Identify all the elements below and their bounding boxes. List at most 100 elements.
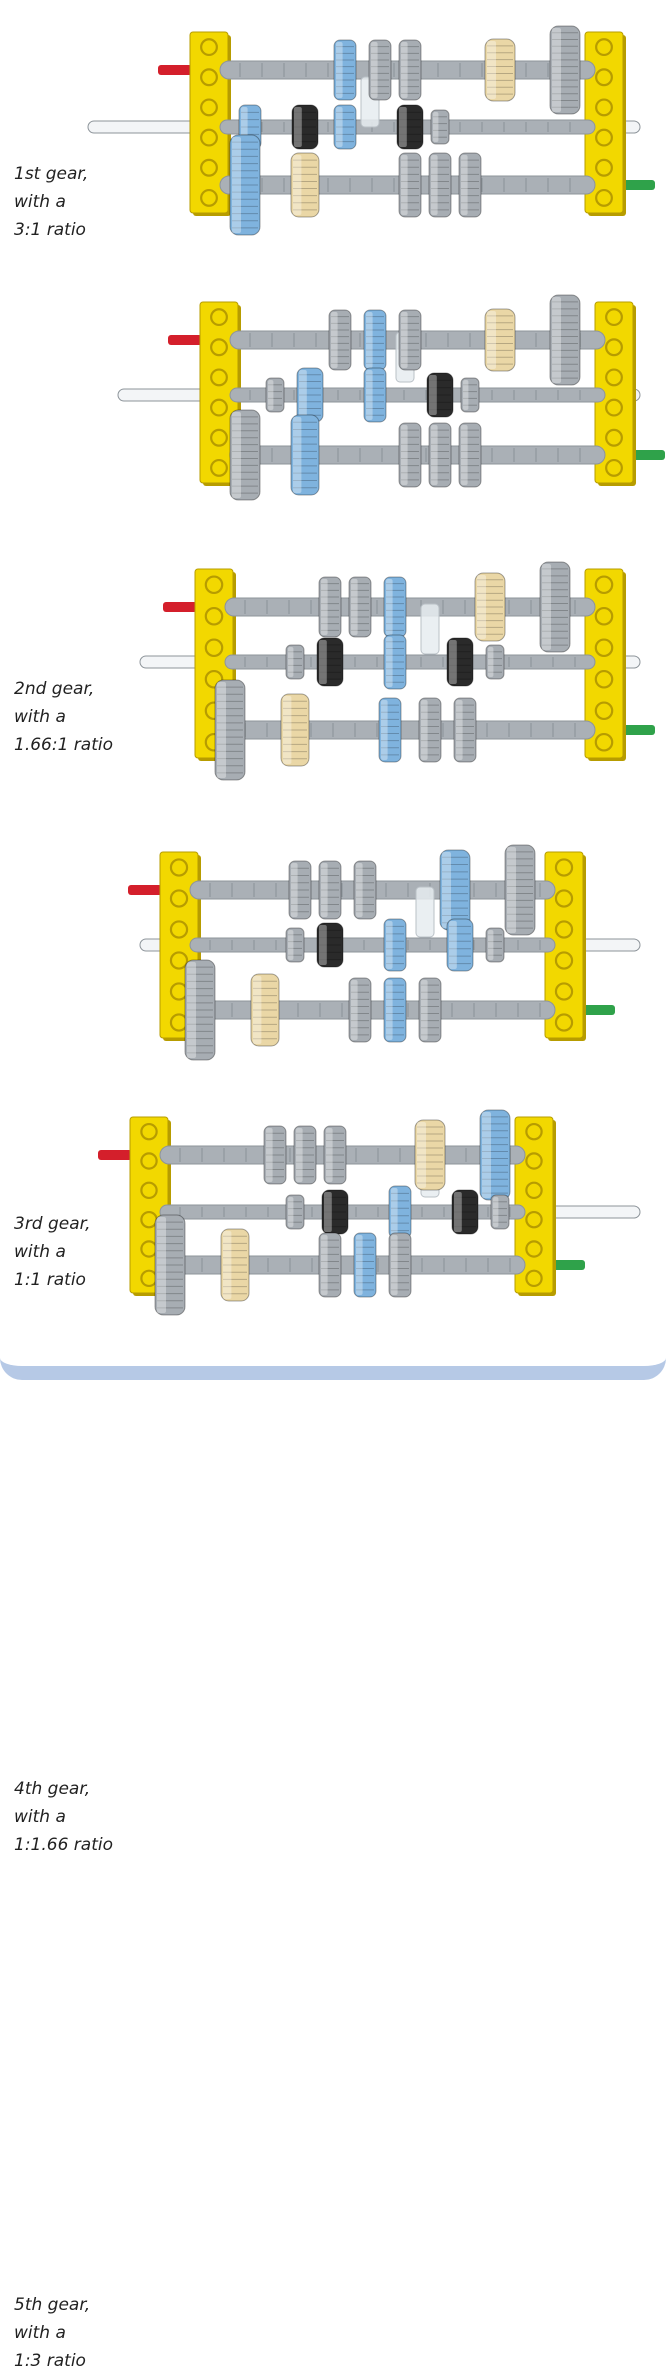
gear-gray xyxy=(285,1194,305,1230)
gearbox-illustration-2nd xyxy=(117,294,665,501)
gear-gray xyxy=(430,109,450,145)
brick-hole xyxy=(204,575,224,595)
gear-highlight xyxy=(351,579,358,635)
liftarm-brick xyxy=(514,1116,556,1296)
gear-highlight xyxy=(391,1235,398,1295)
gear-body xyxy=(316,637,344,687)
gear-gray xyxy=(388,1232,412,1298)
gear-body xyxy=(285,644,305,680)
gear-tan xyxy=(484,308,516,372)
caption-5th-gear: 5th gear, with a 1:3 ratio xyxy=(14,2291,144,2375)
gear-highlight xyxy=(461,155,468,215)
gear-gray xyxy=(323,1125,347,1185)
gear-body xyxy=(446,637,474,687)
gear-gray xyxy=(328,309,352,371)
gear-gray xyxy=(368,39,392,101)
gear-body xyxy=(458,152,482,218)
gear-highlight xyxy=(283,696,292,764)
gear-body xyxy=(214,679,246,781)
gear-gray xyxy=(265,377,285,413)
caption-line: with a xyxy=(14,2323,66,2343)
gear-body xyxy=(426,372,454,418)
gear-body xyxy=(430,109,450,145)
gear-body xyxy=(220,1228,250,1302)
gear-body xyxy=(458,422,482,488)
gear-highlight xyxy=(294,107,302,147)
gear-body xyxy=(318,860,342,920)
caption-line: 2nd gear, xyxy=(14,679,95,699)
brick-hole xyxy=(200,128,218,147)
gear-highlight xyxy=(401,425,408,485)
gear-highlight xyxy=(507,847,516,933)
output-pin-green xyxy=(621,180,655,190)
gear-body xyxy=(446,918,474,972)
brick-hole xyxy=(200,98,218,117)
gear-black xyxy=(451,1189,479,1235)
gear-blue xyxy=(296,367,324,423)
gear-body xyxy=(484,38,516,102)
gear-body xyxy=(348,977,372,1043)
liftarm-brick xyxy=(594,301,636,486)
gear-body xyxy=(280,693,310,767)
gear-body xyxy=(318,1232,342,1298)
gearbox-illustration-5th xyxy=(98,1109,641,1316)
brick-hole xyxy=(169,920,189,939)
gear-gray xyxy=(485,644,505,680)
gearbox-illustration-1st xyxy=(87,25,655,236)
gear-body xyxy=(418,977,442,1043)
gear-blue xyxy=(290,414,320,496)
gear-highlight xyxy=(488,930,494,960)
gear-highlight xyxy=(232,412,241,498)
brick-hole xyxy=(200,38,218,57)
gear-body xyxy=(549,294,581,386)
gear-highlight xyxy=(326,1128,333,1182)
gear-gray xyxy=(263,1125,287,1185)
gear-highlight xyxy=(552,28,561,112)
output-pin-green xyxy=(551,1260,585,1270)
gear-body xyxy=(398,422,422,488)
gear-highlight xyxy=(477,575,486,639)
gear-gray xyxy=(428,152,452,218)
gearbox-assembly xyxy=(139,561,655,781)
gear-highlight xyxy=(431,155,438,215)
input-pin-red xyxy=(168,335,202,345)
gear-body xyxy=(288,860,312,920)
gear-highlight xyxy=(217,682,226,778)
gear-gray xyxy=(214,679,246,781)
caption-line: 4th gear, xyxy=(14,1779,91,1799)
brick-hole xyxy=(554,982,574,1001)
gear-gray xyxy=(184,959,216,1061)
gear-body xyxy=(333,39,357,101)
brick-hole xyxy=(525,1240,543,1258)
gear-body xyxy=(485,927,505,963)
gear-highlight xyxy=(366,312,373,368)
caption-line: 1st gear, xyxy=(14,164,89,184)
gear-gray xyxy=(458,422,482,488)
gear-body xyxy=(383,977,407,1043)
gear-highlight xyxy=(454,1192,462,1232)
gear-blue xyxy=(383,918,407,972)
gearbox-panel-3rd-gear: 3rd gear, with a 1:1 ratio xyxy=(0,555,666,1290)
gear-tan xyxy=(474,572,506,642)
gear-gray xyxy=(288,860,312,920)
caption-4th-gear: 4th gear, with a 1:1.66 ratio xyxy=(14,1775,144,1859)
brick-hole xyxy=(595,98,613,117)
gear-body xyxy=(396,104,424,150)
gear-body xyxy=(265,377,285,413)
brick-hole xyxy=(605,368,623,387)
gear-highlight xyxy=(399,107,407,147)
gear-body xyxy=(291,104,319,150)
gear-highlight xyxy=(319,640,327,684)
gear-highlight xyxy=(552,297,561,383)
gear-highlight xyxy=(356,1235,363,1295)
gear-body xyxy=(353,860,377,920)
liftarm-brick xyxy=(584,31,626,216)
gearbox-panel-2nd-gear: 2nd gear, with a 1.66:1 ratio xyxy=(0,285,666,755)
caption-line: 1:3 ratio xyxy=(14,2351,86,2371)
gear-body xyxy=(368,39,392,101)
gear-highlight xyxy=(449,640,457,684)
gear-gray xyxy=(460,377,480,413)
gear-gray xyxy=(398,152,422,218)
brick-hole xyxy=(525,1210,543,1229)
gear-blue xyxy=(333,104,357,150)
